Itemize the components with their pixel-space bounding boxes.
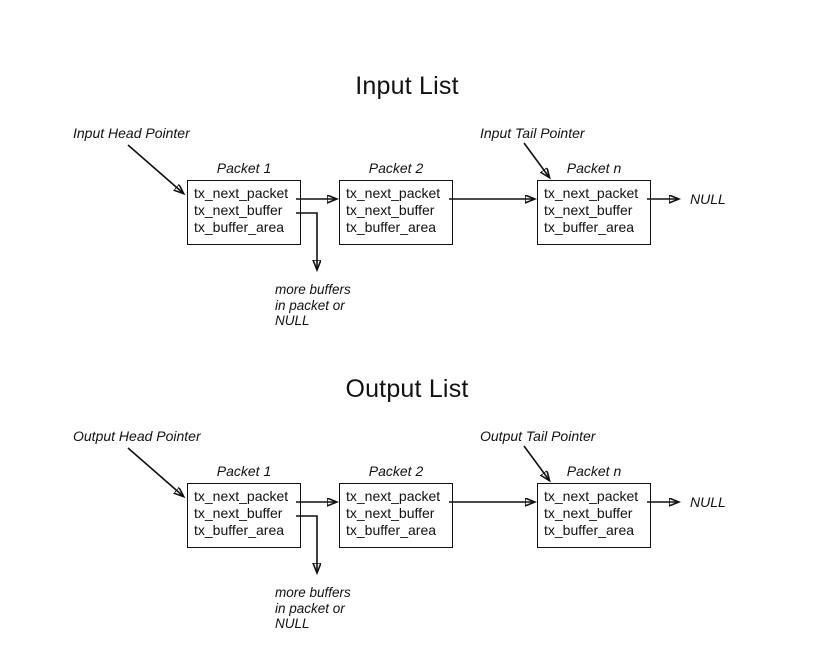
field-tx-next-buffer: tx_next_buffer <box>544 202 633 218</box>
head-pointer-arrow <box>127 447 183 496</box>
field-tx-next-buffer: tx_next_buffer <box>194 505 283 521</box>
note-line: NULL <box>275 313 310 328</box>
packet-n-box: tx_next_packet tx_next_buffer tx_buffer_… <box>537 483 651 548</box>
field-tx-next-packet: tx_next_packet <box>544 185 639 201</box>
tail-pointer-label: Output Tail Pointer <box>480 428 596 444</box>
head-pointer-label: Input Head Pointer <box>73 125 190 141</box>
field-tx-buffer-area: tx_buffer_area <box>194 219 285 235</box>
packet-1-box: tx_next_packet tx_next_buffer tx_buffer_… <box>187 180 301 245</box>
more-buffers-note: more buffers in packet or NULL <box>275 585 351 632</box>
packet-n-label: Packet n <box>566 463 622 479</box>
null-label: NULL <box>690 494 726 510</box>
field-tx-next-packet: tx_next_packet <box>194 185 289 201</box>
note-line: in packet or <box>275 297 345 313</box>
field-tx-buffer-area: tx_buffer_area <box>346 522 437 538</box>
packet-n-box: tx_next_packet tx_next_buffer tx_buffer_… <box>537 180 651 245</box>
field-tx-next-packet: tx_next_packet <box>544 488 639 504</box>
packet-2-box: tx_next_packet tx_next_buffer tx_buffer_… <box>339 180 453 245</box>
note-line: NULL <box>275 616 310 631</box>
tail-pointer-label: Input Tail Pointer <box>480 125 585 141</box>
section-title: Input List <box>355 72 459 100</box>
section-title: Output List <box>345 375 469 403</box>
field-tx-buffer-area: tx_buffer_area <box>194 522 285 538</box>
field-tx-next-packet: tx_next_packet <box>194 488 289 504</box>
head-pointer-arrow <box>127 144 183 193</box>
more-buffers-note: more buffers in packet or NULL <box>275 282 351 329</box>
packet-2-label: Packet 2 <box>368 160 424 176</box>
packet-1-label: Packet 1 <box>216 160 272 176</box>
packet-n-label: Packet n <box>566 160 622 176</box>
field-tx-next-buffer: tx_next_buffer <box>346 202 435 218</box>
field-tx-buffer-area: tx_buffer_area <box>544 219 635 235</box>
field-tx-next-buffer: tx_next_buffer <box>346 505 435 521</box>
field-tx-next-buffer: tx_next_buffer <box>544 505 633 521</box>
note-line: more buffers <box>275 282 351 297</box>
packet-1-box: tx_next_packet tx_next_buffer tx_buffer_… <box>187 483 301 548</box>
field-tx-next-packet: tx_next_packet <box>346 185 441 201</box>
field-tx-next-buffer: tx_next_buffer <box>194 202 283 218</box>
note-line: in packet or <box>275 600 345 616</box>
note-line: more buffers <box>275 585 351 600</box>
output-list-section: Output List Output Head Pointer Output T… <box>0 363 814 663</box>
packet-2-label: Packet 2 <box>368 463 424 479</box>
packet-2-box: tx_next_packet tx_next_buffer tx_buffer_… <box>339 483 453 548</box>
field-tx-next-packet: tx_next_packet <box>346 488 441 504</box>
input-list-section: Input List Input Head Pointer Input Tail… <box>0 60 814 360</box>
null-label: NULL <box>690 191 726 207</box>
head-pointer-label: Output Head Pointer <box>73 428 201 444</box>
field-tx-buffer-area: tx_buffer_area <box>346 219 437 235</box>
packet-1-label: Packet 1 <box>216 463 272 479</box>
field-tx-buffer-area: tx_buffer_area <box>544 522 635 538</box>
